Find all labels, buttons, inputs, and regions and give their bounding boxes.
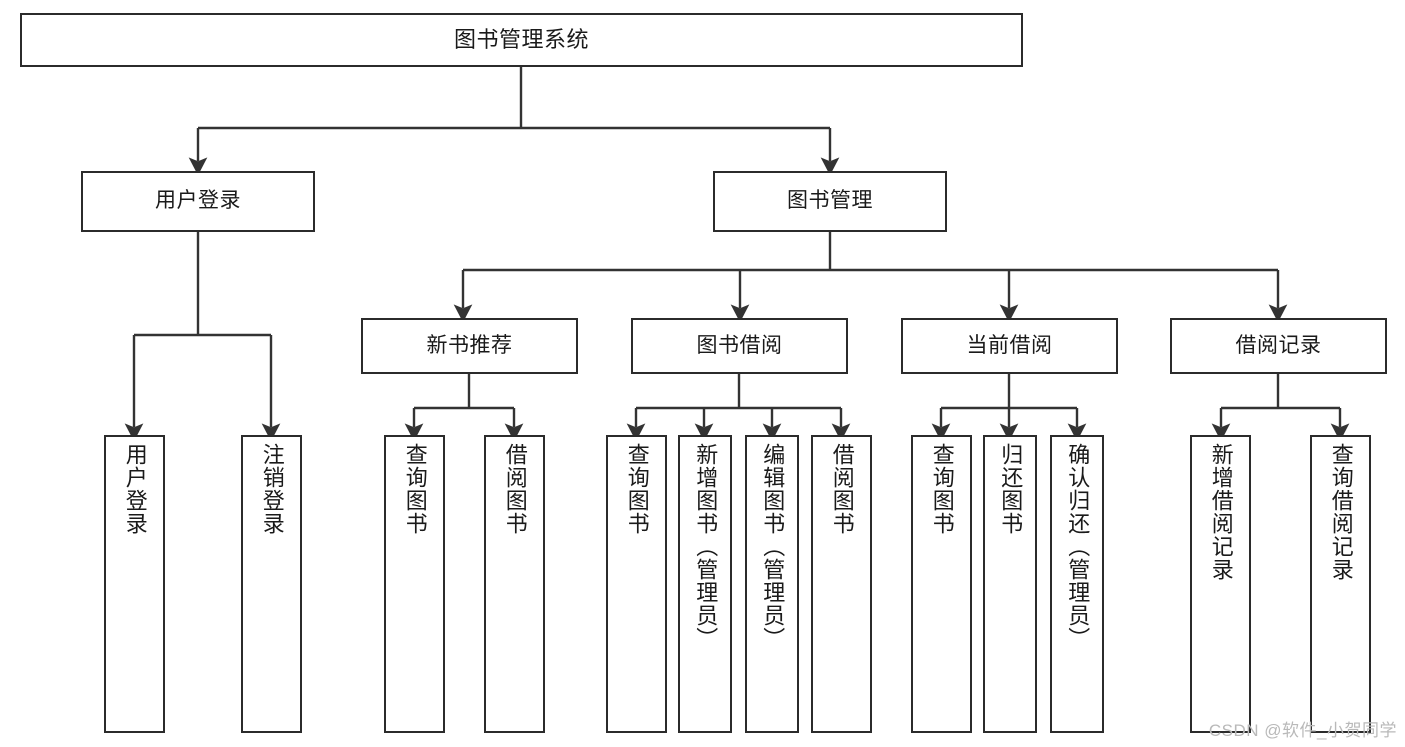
node-label: 查询借阅记录	[1328, 443, 1354, 581]
leaf-query-book-borrowing[interactable]: 查询图书	[606, 435, 667, 733]
node-label: 归还图书	[998, 443, 1024, 535]
node-label: 借阅图书	[829, 443, 855, 535]
leaf-query-book-recommendation[interactable]: 查询图书	[384, 435, 445, 733]
node-root-system[interactable]: 图书管理系统	[20, 13, 1023, 67]
leaf-edit-book-admin[interactable]: 编辑图书（管理员）	[745, 435, 799, 733]
node-label: 新增借阅记录	[1208, 443, 1234, 581]
leaf-user-login[interactable]: 用户登录	[104, 435, 165, 733]
leaf-confirm-return-admin[interactable]: 确认归还（管理员）	[1050, 435, 1104, 733]
leaf-query-borrow-record[interactable]: 查询借阅记录	[1310, 435, 1371, 733]
node-book-management[interactable]: 图书管理	[713, 171, 947, 232]
leaf-return-book[interactable]: 归还图书	[983, 435, 1037, 733]
node-label: 确认归还（管理员）	[1065, 443, 1091, 650]
leaf-query-book-current[interactable]: 查询图书	[911, 435, 972, 733]
node-label: 编辑图书（管理员）	[760, 443, 786, 650]
node-label: 查询图书	[402, 443, 428, 535]
node-label: 新书推荐	[426, 333, 513, 357]
node-label: 图书管理	[787, 189, 873, 213]
node-label: 借阅图书	[502, 443, 528, 535]
node-label: 注销登录	[259, 443, 285, 535]
leaf-logout[interactable]: 注销登录	[241, 435, 302, 733]
watermark-text: CSDN @软件_小贺同学	[1208, 721, 1397, 740]
node-label: 当前借阅	[966, 333, 1053, 357]
node-label: 新增图书（管理员）	[693, 443, 719, 650]
leaf-add-book-admin[interactable]: 新增图书（管理员）	[678, 435, 732, 733]
node-label: 用户登录	[122, 443, 148, 535]
leaf-add-borrow-record[interactable]: 新增借阅记录	[1190, 435, 1251, 733]
leaf-borrow-book[interactable]: 借阅图书	[811, 435, 872, 733]
node-current-borrowing[interactable]: 当前借阅	[901, 318, 1118, 374]
node-book-borrowing[interactable]: 图书借阅	[631, 318, 848, 374]
node-label: 图书借阅	[696, 333, 783, 357]
node-label: 用户登录	[155, 189, 241, 213]
node-borrowing-records[interactable]: 借阅记录	[1170, 318, 1387, 374]
node-user-login[interactable]: 用户登录	[81, 171, 315, 232]
node-label: 查询图书	[929, 443, 955, 535]
node-label: 借阅记录	[1235, 333, 1322, 357]
leaf-borrow-book-recommendation[interactable]: 借阅图书	[484, 435, 545, 733]
node-new-book-recommendation[interactable]: 新书推荐	[361, 318, 578, 374]
node-label: 查询图书	[624, 443, 650, 535]
node-label: 图书管理系统	[453, 27, 589, 53]
